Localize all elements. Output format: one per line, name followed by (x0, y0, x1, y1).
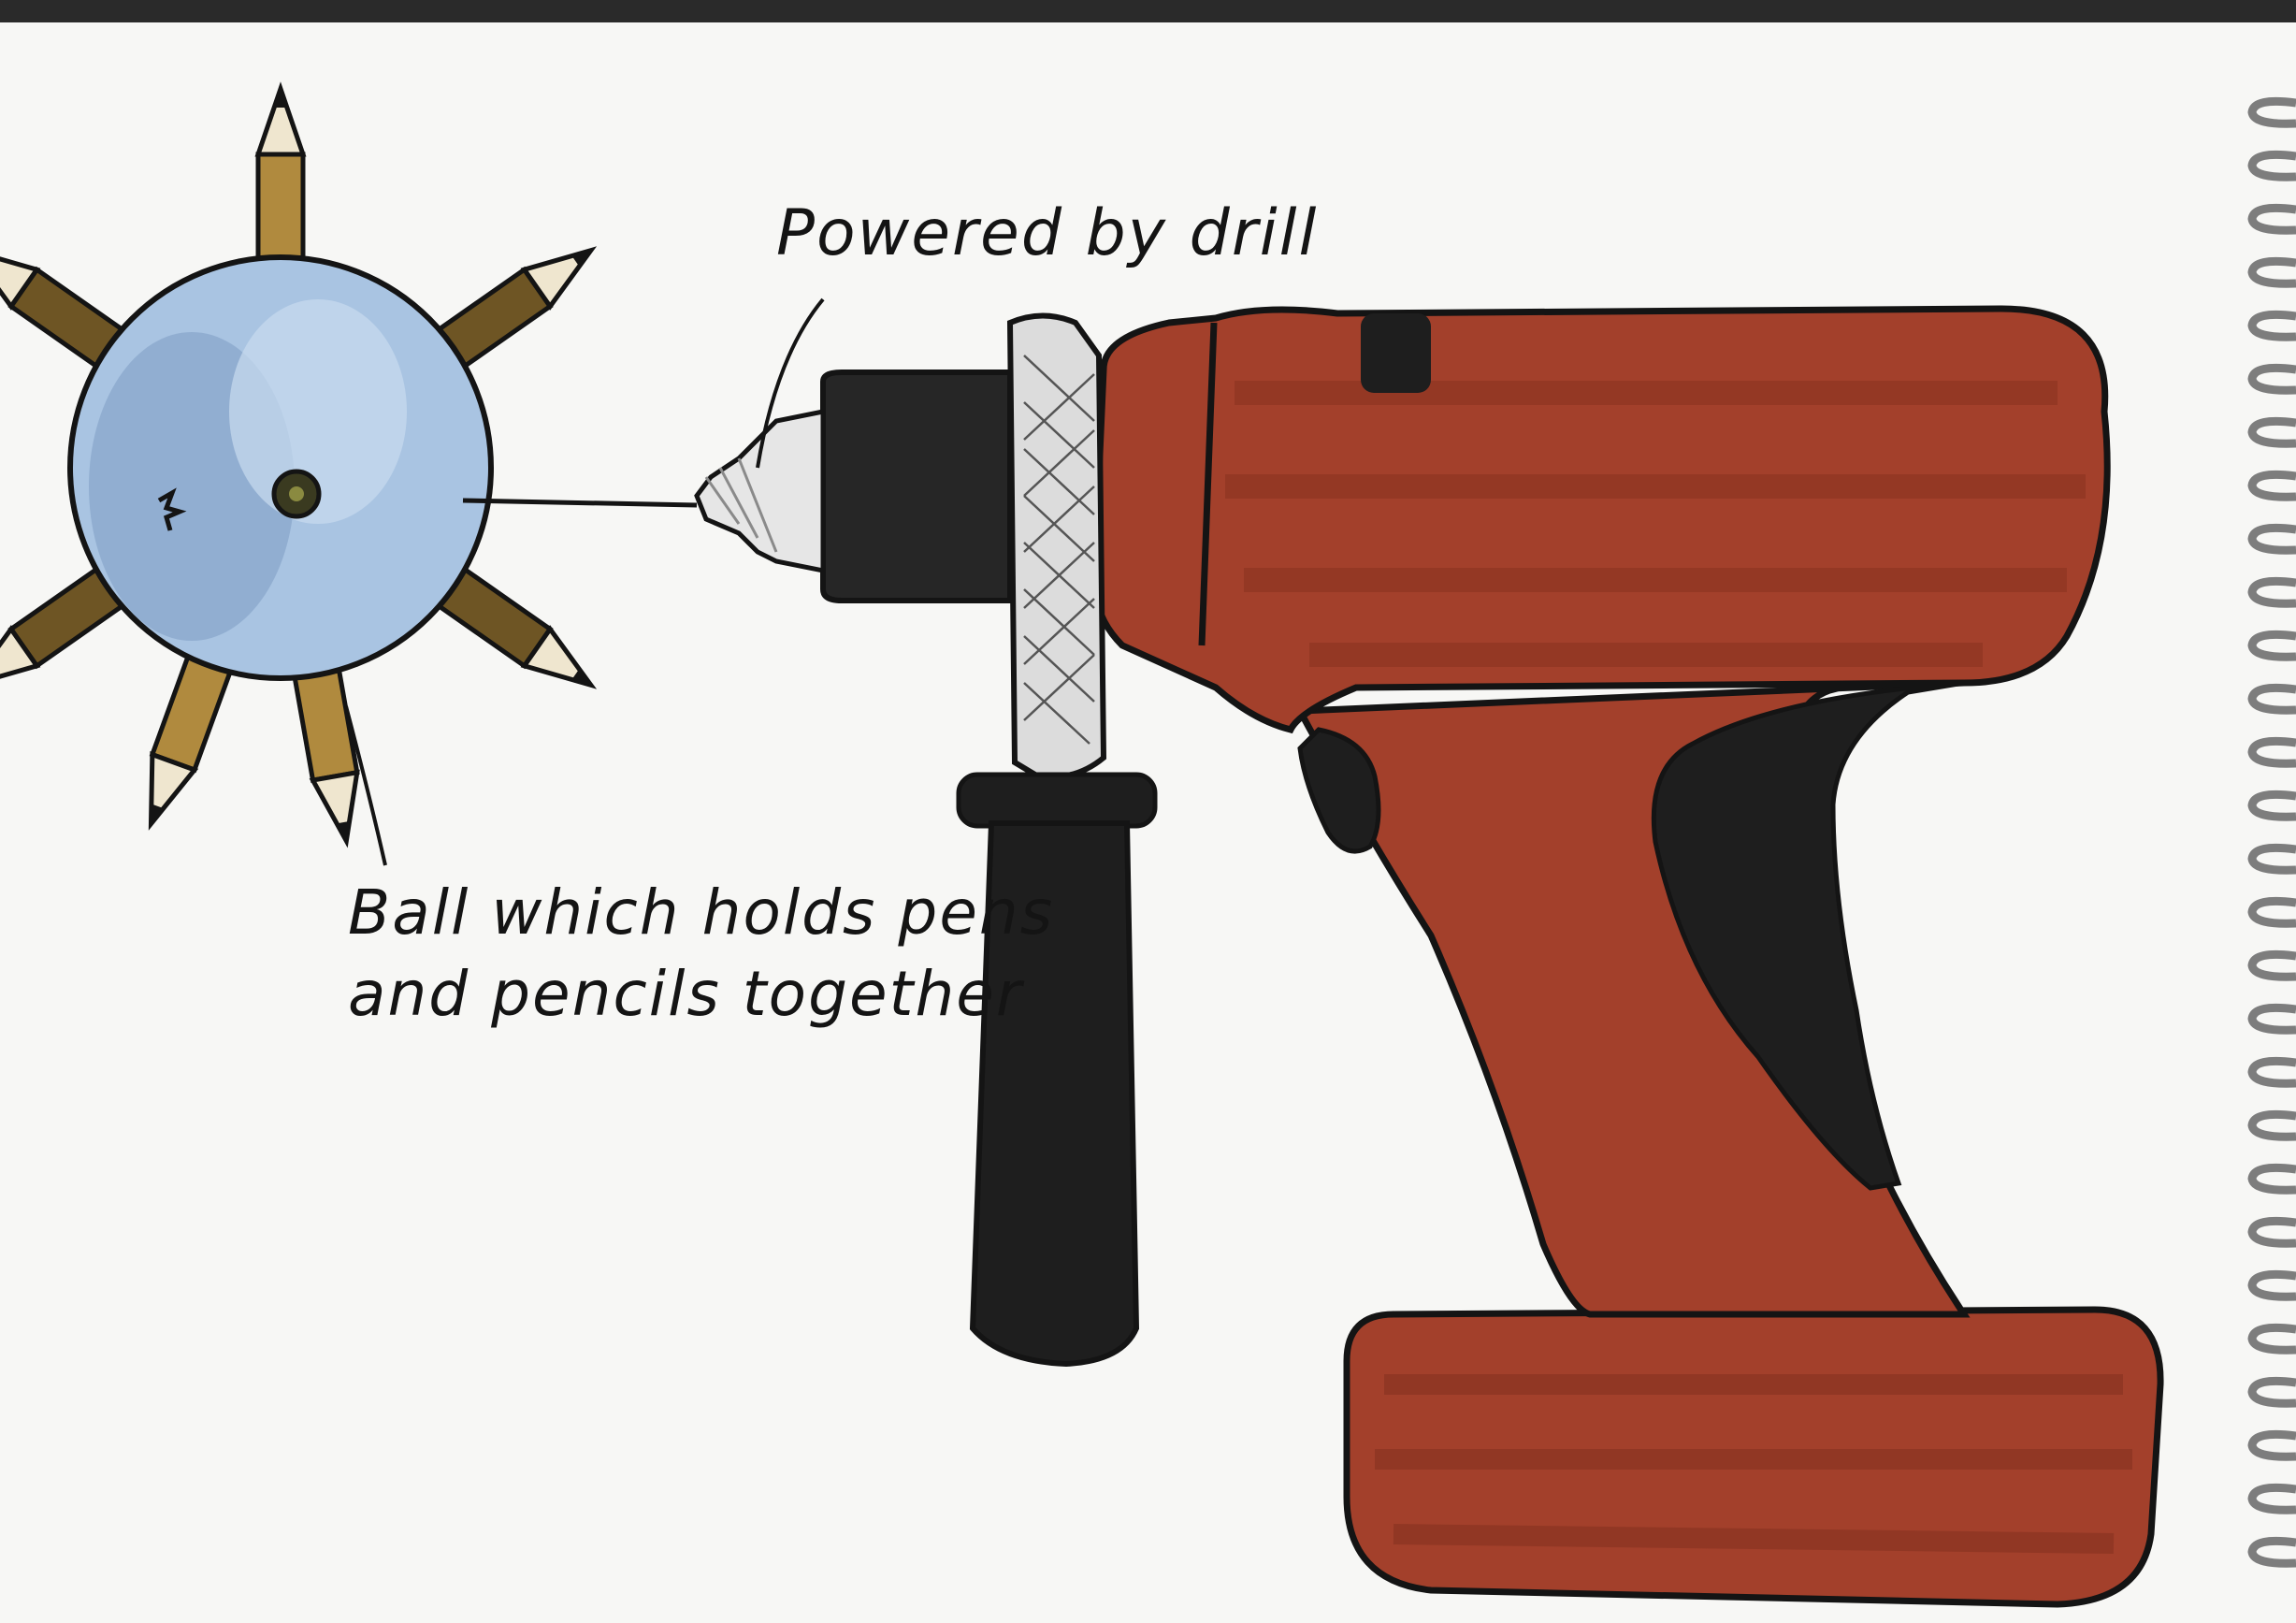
top-edge-shadow (0, 0, 2296, 22)
direction-switch (1361, 313, 1431, 393)
ball-note-line1: Ball which holds pens (348, 877, 1054, 949)
ball-axle-center (289, 486, 304, 501)
ball-note-line2: and pencils together (348, 958, 1025, 1030)
drill-note: Powered by drill (776, 196, 1318, 270)
side-handle-ring (959, 775, 1155, 826)
chuck-housing (823, 372, 1010, 601)
